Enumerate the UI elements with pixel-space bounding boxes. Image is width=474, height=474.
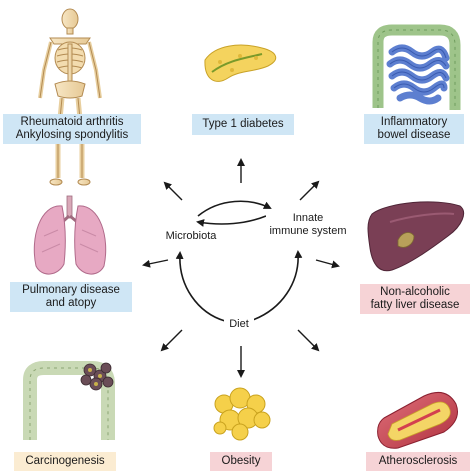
pulmonary-text-line1: Pulmonary disease: [22, 284, 120, 296]
innate-text-line2: immune system: [269, 225, 347, 237]
obesity-label: Obesity: [210, 452, 272, 471]
carcinogenesis-label: Carcinogenesis: [14, 452, 116, 471]
arrow-to-pulmonary: [142, 259, 169, 268]
ankylosing-text: Ankylosing spondylitis: [15, 129, 129, 141]
carcinogenesis-text: Carcinogenesis: [25, 455, 105, 467]
cycle-diagram: [175, 200, 303, 322]
rheumatoid-text: Rheumatoid arthritis: [20, 116, 124, 128]
type1-diabetes-label: Type 1 diabetes: [192, 114, 294, 135]
innate-text-line1: Innate: [292, 212, 324, 224]
arrow-to-nafld: [315, 259, 340, 269]
ibd-text-line1: Inflammatory: [380, 116, 448, 128]
artery-icon: [377, 391, 458, 449]
atherosclerosis-text: Atherosclerosis: [378, 455, 458, 467]
arrow-to-carcinogenesis: [160, 329, 183, 352]
arrow-to-atherosclerosis: [297, 329, 320, 352]
fat-cells-icon: [213, 387, 271, 441]
diet-text: Diet: [229, 318, 249, 330]
nafld-text-line1: Non-alcoholic: [380, 286, 450, 298]
atherosclerosis-label: Atherosclerosis: [366, 452, 470, 471]
lungs-icon: [33, 195, 107, 275]
pulmonary-text-line2: and atopy: [45, 297, 97, 309]
skeleton-icon: [38, 8, 102, 186]
nafld-label: Non-alcoholic fatty liver disease: [360, 284, 470, 314]
arrow-diet-to-innate: [249, 250, 303, 322]
ibd-text-line2: bowel disease: [377, 129, 451, 141]
arrow-to-ibd: [299, 180, 320, 201]
rheumatoid-label: Rheumatoid arthritis Ankylosing spondyli…: [3, 114, 141, 144]
colon-tumor-icon: [23, 361, 115, 440]
innate-immune-label: Innate immune system: [266, 212, 350, 238]
arrow-diet-to-microbiota: [175, 251, 226, 322]
nafld-text-line2: fatty liver disease: [370, 299, 460, 311]
ibd-label: Inflammatory bowel disease: [364, 114, 464, 144]
pulmonary-label: Pulmonary disease and atopy: [10, 282, 132, 312]
liver-icon: [367, 201, 464, 272]
radial-arrows: [142, 158, 340, 378]
arrow-innate-to-microbiota: [196, 215, 267, 227]
obesity-text: Obesity: [221, 455, 261, 467]
arrow-to-rheumatoid: [163, 181, 183, 201]
microbiota-text: Microbiota: [165, 230, 217, 242]
type1-diabetes-text: Type 1 diabetes: [202, 118, 284, 130]
arrow-microbiota-to-innate: [197, 200, 272, 217]
intestine-icon: [372, 24, 461, 110]
diet-label: Diet: [224, 318, 254, 331]
pancreas-icon: [204, 44, 277, 82]
microbiota-label: Microbiota: [156, 230, 226, 243]
